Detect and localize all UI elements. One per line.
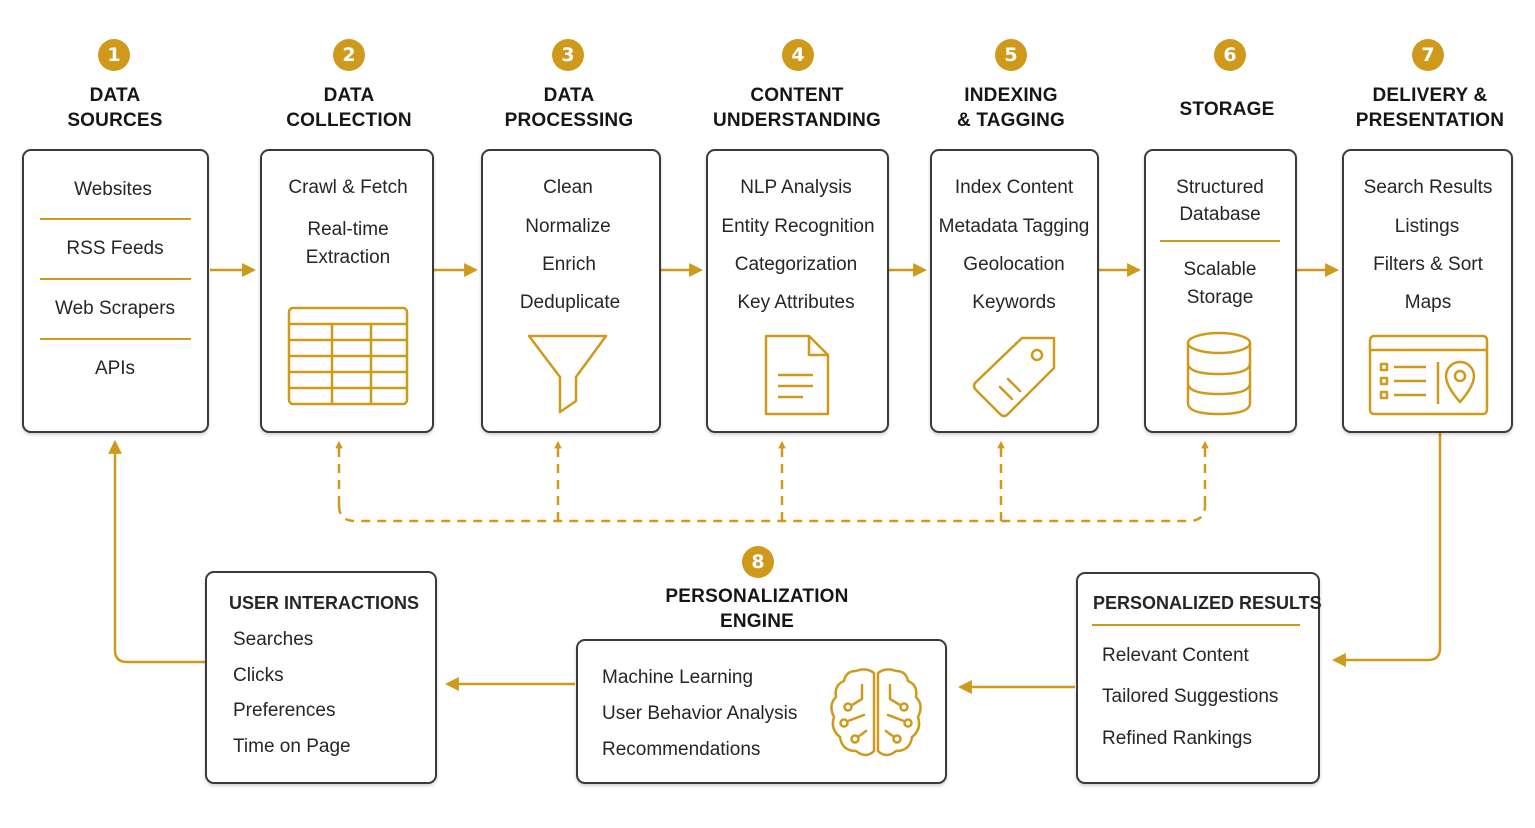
storage-card [1144,149,1297,433]
source-apis: APIs [94,358,136,379]
indexing-geolocation: Geolocation [963,254,1065,275]
storage-storage: Storage [1186,287,1254,308]
stage-5-badge: 5 [995,39,1027,71]
engine-user-behavior-analysis: User Behavior Analysis [602,703,798,724]
stage-3-badge: 3 [552,39,584,71]
stage-1-badge: 1 [98,39,130,71]
source-separator [40,338,191,340]
delivery-search-results: Search Results [1363,177,1493,198]
data-processing-card [481,149,661,433]
table-icon [287,306,409,406]
data-sources-card [22,149,209,433]
result-relevant-content: Relevant Content [1102,645,1249,666]
personalized-results-card [1076,572,1320,784]
arrow-delivery-to-results [1331,433,1442,667]
feedback-dashed-lines [335,440,1209,523]
collection-extraction: Extraction [305,247,391,268]
personalization-engine-card [576,639,947,784]
collection-crawl-fetch: Crawl & Fetch [288,177,408,198]
indexing-index-content: Index Content [954,177,1074,198]
source-rss-feeds: RSS Feeds [66,238,164,259]
understanding-nlp-analysis: NLP Analysis [740,177,852,198]
stage-8-badge: 8 [742,546,774,578]
processing-clean: Clean [543,177,593,198]
storage-structured: Structured [1176,177,1264,198]
storage-scalable: Scalable [1183,259,1257,280]
document-icon [764,334,830,416]
results-separator [1092,624,1300,626]
engine-recommendations: Recommendations [602,739,761,760]
database-icon [1186,331,1252,416]
user-interactions-title: USER INTERACTIONS [229,593,420,613]
stage-2-badge: 2 [333,39,365,71]
engine-machine-learning: Machine Learning [602,667,754,688]
understanding-key-attributes: Key Attributes [737,292,855,313]
stage-7-title: DELIVERY &PRESENTATION [1355,85,1505,131]
personalized-results-title: PERSONALIZED RESULTS [1093,593,1322,613]
processing-deduplicate: Deduplicate [519,292,621,313]
source-web-scrapers: Web Scrapers [54,298,176,319]
delivery-filters-sort: Filters & Sort [1373,254,1483,275]
interaction-clicks: Clicks [233,665,284,686]
delivery-listings: Listings [1394,216,1460,237]
funnel-icon [527,334,608,414]
interaction-preferences: Preferences [233,700,336,721]
result-tailored-suggestions: Tailored Suggestions [1102,686,1279,707]
stage-6-title: STORAGE [1179,99,1275,120]
understanding-categorization: Categorization [734,254,858,275]
user-interactions-card [205,571,437,784]
tag-icon [972,336,1056,418]
source-separator [40,218,191,220]
source-separator [40,278,191,280]
delivery-maps: Maps [1404,292,1452,313]
indexing-keywords: Keywords [972,292,1056,313]
result-refined-rankings: Refined Rankings [1102,728,1252,749]
processing-enrich: Enrich [542,254,596,275]
arrow-interactions-to-sources [108,439,205,664]
listing-map-icon [1368,334,1489,416]
brain-icon [830,668,922,757]
understanding-entity-recognition: Entity Recognition [721,216,875,237]
indexing-metadata-tagging: Metadata Tagging [938,216,1090,237]
collection-real-time: Real-time [307,219,389,240]
source-websites: Websites [74,179,152,200]
stage-5-title: INDEXING& TAGGING [956,85,1066,131]
stage-6-badge: 6 [1214,39,1246,71]
interaction-searches: Searches [233,629,314,650]
processing-normalize: Normalize [525,216,611,237]
interaction-time-on-page: Time on Page [233,736,351,757]
stage-4-badge: 4 [782,39,814,71]
stage-7-badge: 7 [1412,39,1444,71]
storage-database: Database [1179,204,1261,225]
storage-separator [1160,240,1280,242]
